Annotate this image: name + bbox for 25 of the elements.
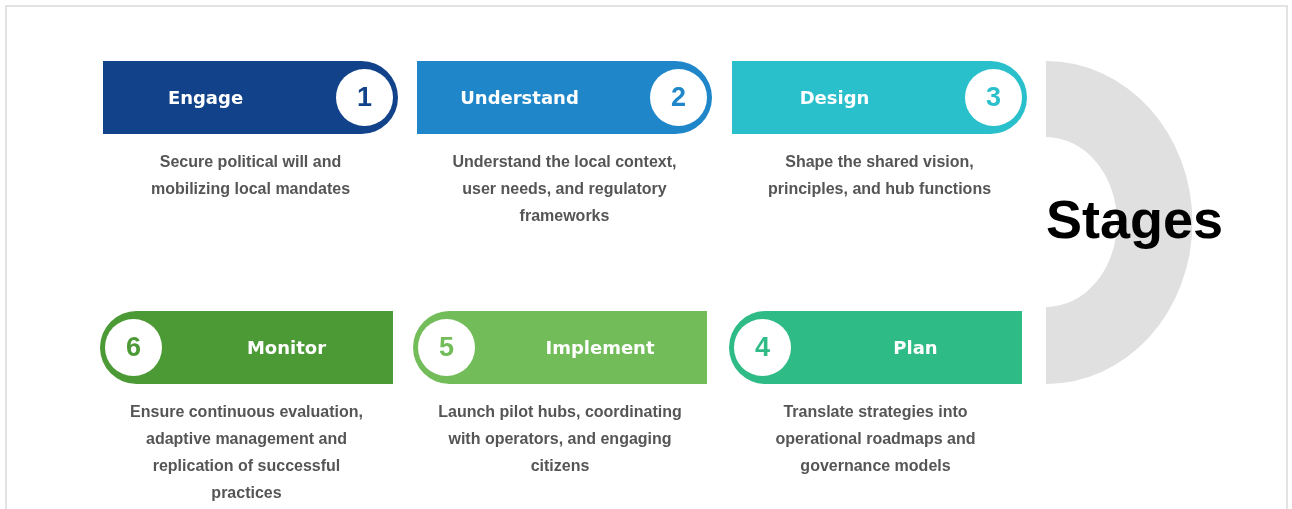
stage-description: Ensure continuous evaluation, adaptive management and replication of successful practices — [129, 402, 364, 503]
stage-description: Understand the local context, user needs, and regulatory frameworks — [451, 152, 678, 226]
stage-name: Understand — [459, 86, 580, 110]
stage-description: Secure political will and mobilizing local mandates — [149, 152, 352, 199]
diagram-title: Stages — [1046, 188, 1224, 250]
stage-description: Translate strategies into operational roadmaps and governance models — [774, 402, 977, 476]
stage-description: Shape the shared vision, principles, and hub functions — [766, 152, 993, 199]
stage-bar — [732, 61, 1027, 134]
stage-name: Plan — [892, 336, 939, 360]
step-number-badge: 5 — [418, 319, 475, 376]
stage-name: Design — [798, 86, 871, 110]
step-number-badge: 3 — [965, 69, 1022, 126]
step-number-badge: 2 — [650, 69, 707, 126]
stage-name: Implement — [544, 336, 656, 360]
stage-bar — [413, 311, 707, 384]
stage-bar — [417, 61, 712, 134]
step-number-badge: 6 — [105, 319, 162, 376]
stage-bar — [103, 61, 398, 134]
step-number-badge: 1 — [336, 69, 393, 126]
stage-bar — [729, 311, 1022, 384]
stage-bar — [100, 311, 393, 384]
stage-name: Monitor — [245, 336, 328, 360]
stage-description: Launch pilot hubs, coordinating with operators, and engaging citizens — [437, 402, 683, 476]
stage-name: Engage — [166, 86, 245, 110]
step-number-badge: 4 — [734, 319, 791, 376]
